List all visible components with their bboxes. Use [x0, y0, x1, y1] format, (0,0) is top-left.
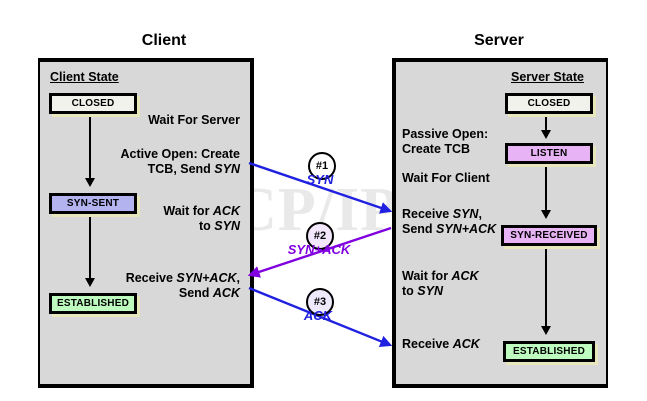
server-flow-line-1 [545, 117, 547, 131]
message-label-ack: ACK [303, 308, 333, 323]
server-step-receive-syn: Receive SYN,Send SYN+ACK [402, 207, 497, 236]
server-state-listen: LISTEN [505, 143, 593, 164]
server-state-syn-received-label: SYN-RECEIVED [510, 230, 588, 241]
client-state-syn-sent-label: SYN-SENT [66, 198, 120, 209]
server-state-established: ESTABLISHED [503, 341, 595, 362]
server-state-closed-label: CLOSED [527, 98, 571, 109]
client-state-closed-label: CLOSED [71, 98, 115, 109]
client-step-receive-synack: Receive SYN+ACK,Send ACK [125, 271, 240, 300]
message-badge-3: #3 [306, 288, 334, 316]
client-state-established: ESTABLISHED [49, 293, 137, 314]
client-state-established-label: ESTABLISHED [56, 298, 130, 309]
client-flow-arrowhead-1 [85, 178, 95, 187]
arrow-syn-ack [247, 226, 392, 278]
arrow-ack [248, 286, 393, 347]
server-state-syn-received: SYN-RECEIVED [501, 225, 597, 246]
client-state-syn-sent: SYN-SENT [49, 193, 137, 214]
message-badge-2: #2 [306, 222, 334, 250]
client-flow-line-2 [89, 217, 91, 279]
server-step-wait-for-client: Wait For Client [402, 171, 490, 185]
message-badge-1: #1 [308, 152, 336, 180]
server-state-listen-label: LISTEN [530, 148, 568, 159]
server-flow-line-2 [545, 167, 547, 211]
server-flow-arrowhead-3 [541, 326, 551, 335]
server-state-heading: Server State [511, 70, 584, 84]
server-state-closed: CLOSED [505, 93, 593, 114]
server-flow-line-3 [545, 249, 547, 327]
server-flow-arrowhead-2 [541, 210, 551, 219]
client-step-wait-for-server: Wait For Server [148, 113, 240, 127]
server-state-established-label: ESTABLISHED [512, 346, 586, 357]
client-column-title: Client [141, 32, 187, 49]
message-label-syn-ack: SYN+ACK [287, 242, 351, 257]
message-label-syn: SYN [306, 172, 334, 187]
server-flow-arrowhead-1 [541, 130, 551, 139]
server-step-passive-open: Passive Open:Create TCB [402, 127, 489, 156]
server-column-title: Server [474, 32, 524, 49]
server-step-receive-ack: Receive ACK [402, 337, 480, 351]
arrow-syn [248, 161, 393, 214]
client-flow-arrowhead-2 [85, 278, 95, 287]
client-flow-line-1 [89, 117, 91, 179]
client-state-heading: Client State [50, 70, 119, 84]
client-state-closed: CLOSED [49, 93, 137, 114]
